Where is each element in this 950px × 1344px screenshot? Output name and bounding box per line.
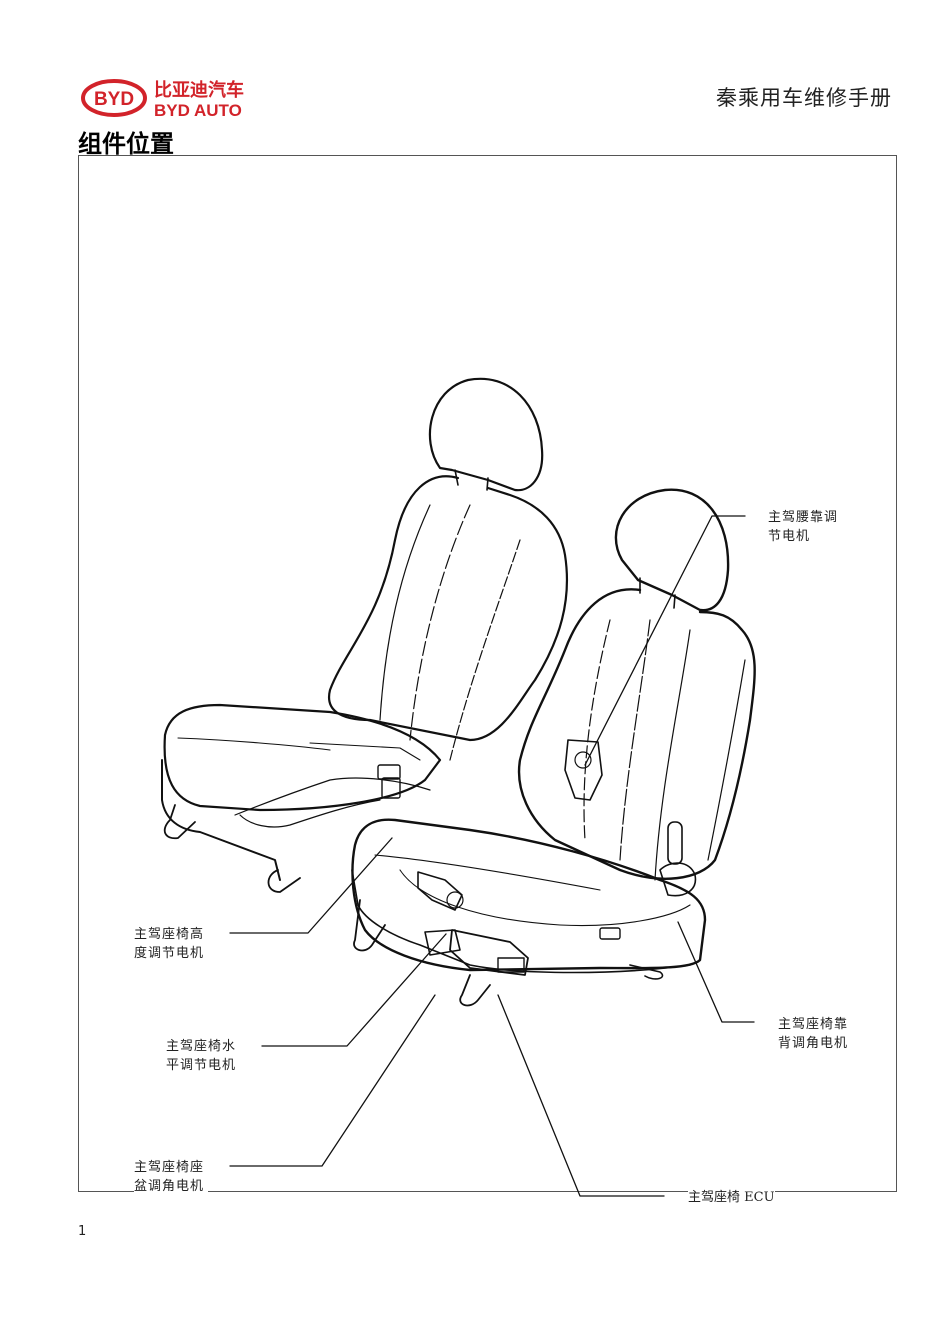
label-recline-motor-line1: 主驾座椅靠 bbox=[778, 1017, 849, 1032]
page-number: 1 bbox=[78, 1224, 87, 1239]
label-slide-motor-line1: 主驾座椅水 bbox=[166, 1039, 237, 1054]
label-seat-ecu: 主驾座椅 ECU bbox=[688, 1188, 775, 1207]
logo-mark-text: BYD bbox=[94, 89, 134, 110]
label-height-motor-line1: 主驾座椅高 bbox=[134, 927, 205, 942]
rear-seat bbox=[161, 377, 569, 893]
front-seat bbox=[351, 488, 756, 1007]
label-height-motor: 主驾座椅高 度调节电机 bbox=[134, 925, 205, 963]
label-seat-ecu-line1: 主驾座椅 ECU bbox=[688, 1190, 775, 1205]
label-tilt-motor: 主驾座椅座 盆调角电机 bbox=[134, 1158, 209, 1196]
label-slide-motor: 主驾座椅水 平调节电机 bbox=[166, 1037, 237, 1075]
label-lumbar-motor-line1: 主驾腰靠调 bbox=[768, 510, 839, 525]
byd-logo: BYD 比亚迪汽车 BYD AUTO bbox=[80, 74, 270, 122]
label-lumbar-motor: 主驾腰靠调 节电机 bbox=[768, 508, 839, 546]
diagram-frame bbox=[78, 155, 897, 1192]
section-title: 组件位置 bbox=[78, 130, 174, 158]
label-height-motor-line2: 度调节电机 bbox=[134, 946, 205, 961]
logo-en-text: BYD AUTO bbox=[154, 101, 242, 120]
label-recline-motor-line2: 背调角电机 bbox=[778, 1036, 849, 1051]
label-lumbar-motor-line2: 节电机 bbox=[768, 529, 811, 544]
label-tilt-motor-line1: 主驾座椅座 bbox=[134, 1160, 205, 1175]
leader-lines bbox=[229, 515, 755, 1197]
logo-cn-text: 比亚迪汽车 bbox=[154, 79, 244, 101]
label-recline-motor: 主驾座椅靠 背调角电机 bbox=[778, 1015, 849, 1053]
label-tilt-motor-line2: 盆调角电机 bbox=[134, 1179, 205, 1194]
label-slide-motor-line2: 平调节电机 bbox=[166, 1058, 237, 1073]
manual-title: 秦乘用车维修手册 bbox=[716, 86, 892, 110]
